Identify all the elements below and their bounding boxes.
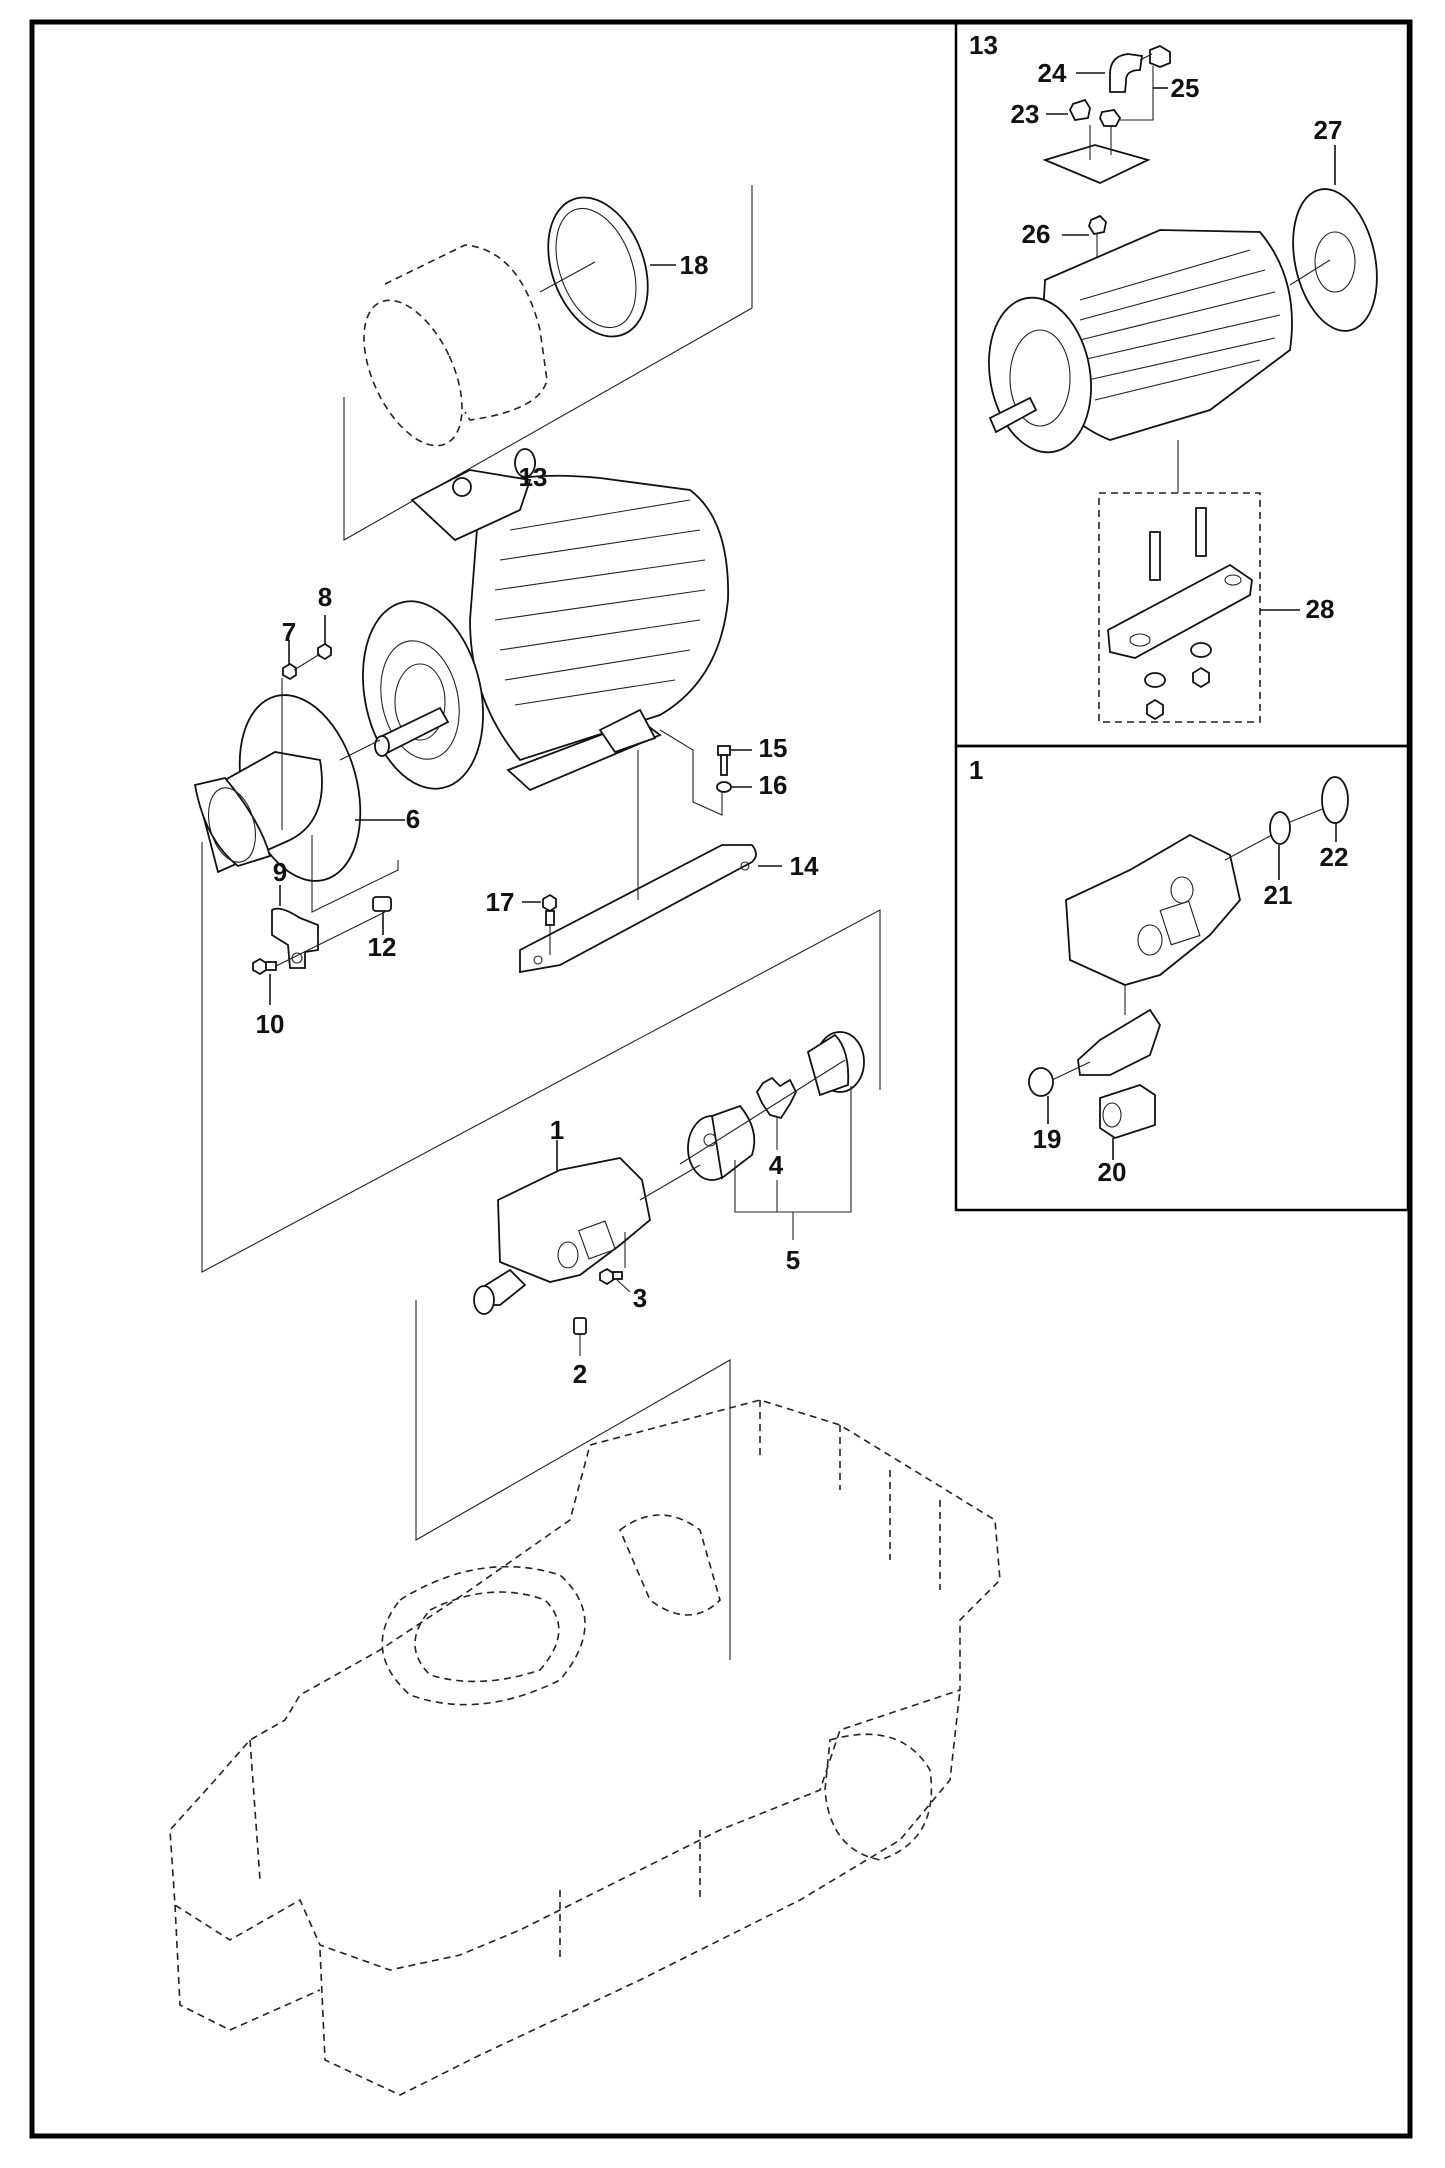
- part-1-hydraulic-pump: [473, 1157, 651, 1315]
- callout-19[interactable]: 19: [1032, 1124, 1062, 1154]
- callout-2[interactable]: 2: [572, 1359, 588, 1389]
- part-19-valve-cartridge: [1028, 1067, 1054, 1097]
- part-2-plug: [573, 1317, 587, 1335]
- callout-21[interactable]: 21: [1263, 880, 1293, 910]
- part-4-spider-element: [755, 1076, 798, 1120]
- inset-pump-title: 1: [969, 755, 984, 785]
- callout-16[interactable]: 16: [758, 770, 788, 800]
- callout-15[interactable]: 15: [758, 733, 788, 763]
- part-8-nut: [317, 642, 332, 661]
- callout-5[interactable]: 5: [785, 1245, 801, 1275]
- callout-8[interactable]: 8: [317, 582, 333, 612]
- callout-18[interactable]: 18: [679, 250, 709, 280]
- inset-motor-detail: [988, 44, 1378, 723]
- part-5-coupling-half-b: [806, 1031, 865, 1097]
- part-10-bolt: [252, 957, 277, 976]
- callout-13[interactable]: 13: [518, 462, 548, 492]
- part-9-bracket: [271, 907, 319, 969]
- callout-14[interactable]: 14: [789, 851, 819, 881]
- callout-27[interactable]: 27: [1313, 115, 1343, 145]
- part-7-nut: [282, 662, 297, 681]
- part-16-washer: [716, 781, 732, 793]
- guideline: [311, 835, 399, 913]
- part-3-screw: [599, 1267, 623, 1286]
- part-6-adapter-flange: [193, 694, 381, 882]
- guideline: [343, 185, 753, 541]
- part-21-shaft-seal: [1269, 811, 1291, 845]
- guideline: [415, 1300, 731, 1660]
- callout-22[interactable]: 22: [1319, 842, 1349, 872]
- part-28-mounting-kit-box: [1098, 492, 1261, 723]
- callout-26[interactable]: 26: [1021, 219, 1051, 249]
- part-17-bolt: [542, 893, 557, 926]
- callout-9[interactable]: 9: [272, 857, 288, 887]
- inset-motor-title: 13: [969, 30, 998, 60]
- callout-3[interactable]: 3: [632, 1283, 648, 1313]
- callout-20[interactable]: 20: [1097, 1157, 1127, 1187]
- chassis-frame: [169, 1399, 1001, 2096]
- callout-23[interactable]: 23: [1010, 99, 1040, 129]
- part-22-circlip: [1321, 776, 1349, 824]
- inset-pump-detail: [1028, 776, 1349, 1160]
- part-5-coupling-half-a: [687, 1104, 756, 1181]
- callout-12[interactable]: 12: [367, 932, 397, 962]
- part-14-mounting-plate: [519, 844, 757, 974]
- inset-box-pump: [954, 744, 1410, 1212]
- part-13-electric-motor: [362, 448, 729, 792]
- callout-17[interactable]: 17: [485, 887, 515, 917]
- part-20-solenoid-coil: [1099, 1084, 1156, 1139]
- callout-25[interactable]: 25: [1170, 73, 1200, 103]
- drawing-frame: [29, 19, 1413, 2139]
- part-15-bolt: [717, 745, 731, 776]
- callout-1[interactable]: 1: [549, 1115, 565, 1145]
- callout-24[interactable]: 24: [1037, 58, 1067, 88]
- part-18-guard-sleeve: [363, 196, 676, 447]
- callout-10[interactable]: 10: [255, 1009, 285, 1039]
- part-12-spacer: [372, 896, 392, 912]
- callout-7[interactable]: 7: [281, 617, 297, 647]
- callout-6[interactable]: 6: [405, 804, 421, 834]
- guideline: [201, 842, 881, 1273]
- callout-4[interactable]: 4: [768, 1150, 784, 1180]
- callout-28[interactable]: 28: [1305, 594, 1335, 624]
